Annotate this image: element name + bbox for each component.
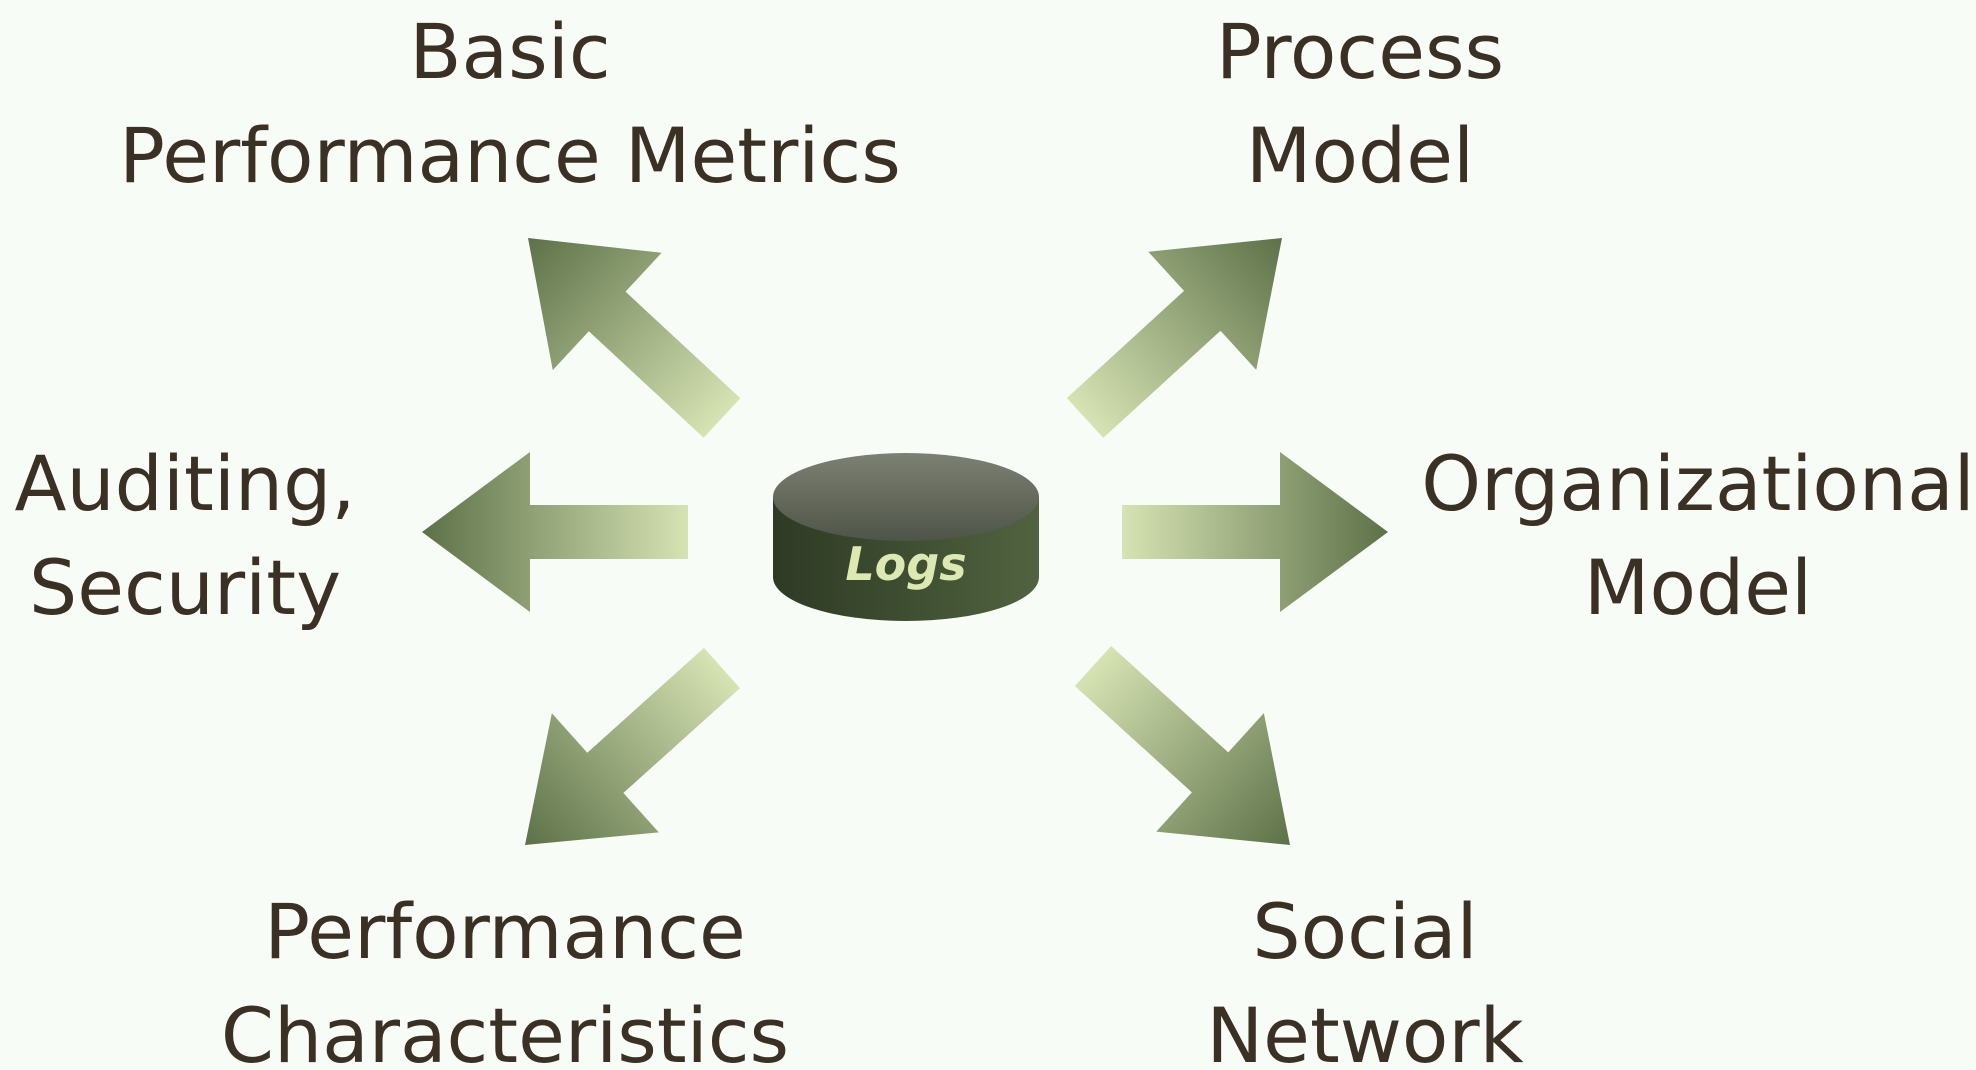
- social-network-line1: Social: [1252, 887, 1478, 976]
- performance-characteristics-line1: Performance: [264, 887, 746, 976]
- auditing-security-line2: Security: [28, 543, 342, 632]
- auditing-security-line1: Auditing,: [14, 439, 356, 528]
- organizational-model-label: Organizational Model: [1420, 432, 1976, 640]
- arrow-to-performance-characteristics: [524, 647, 741, 845]
- arrow-to-basic-performance-metrics: [527, 238, 741, 438]
- performance-characteristics-line2: Characteristics: [220, 991, 790, 1070]
- process-model-label: Process Model: [1160, 0, 1560, 208]
- social-network-line2: Network: [1206, 991, 1524, 1070]
- process-model-line2: Model: [1245, 111, 1475, 200]
- cylinder-top: [773, 453, 1039, 541]
- arrows-group: [422, 237, 1388, 845]
- organizational-model-line2: Model: [1583, 543, 1813, 632]
- basic-performance-metrics-line1: Basic: [409, 7, 611, 96]
- organizational-model-line1: Organizational: [1421, 439, 1975, 528]
- auditing-security-label: Auditing, Security: [0, 432, 370, 640]
- arrow-to-auditing-security: [422, 452, 688, 612]
- arrow-to-social-network: [1074, 646, 1291, 845]
- process-model-line1: Process: [1215, 7, 1505, 96]
- basic-performance-metrics-line2: Performance Metrics: [119, 111, 901, 200]
- performance-characteristics-label: Performance Characteristics: [200, 880, 810, 1070]
- arrow-to-organizational-model: [1122, 452, 1388, 612]
- arrow-to-process-model: [1066, 237, 1283, 438]
- logs-cylinder: Logs: [773, 453, 1039, 621]
- logs-label: Logs: [845, 537, 966, 591]
- social-network-label: Social Network: [1170, 880, 1560, 1070]
- basic-performance-metrics-label: Basic Performance Metrics: [100, 0, 920, 208]
